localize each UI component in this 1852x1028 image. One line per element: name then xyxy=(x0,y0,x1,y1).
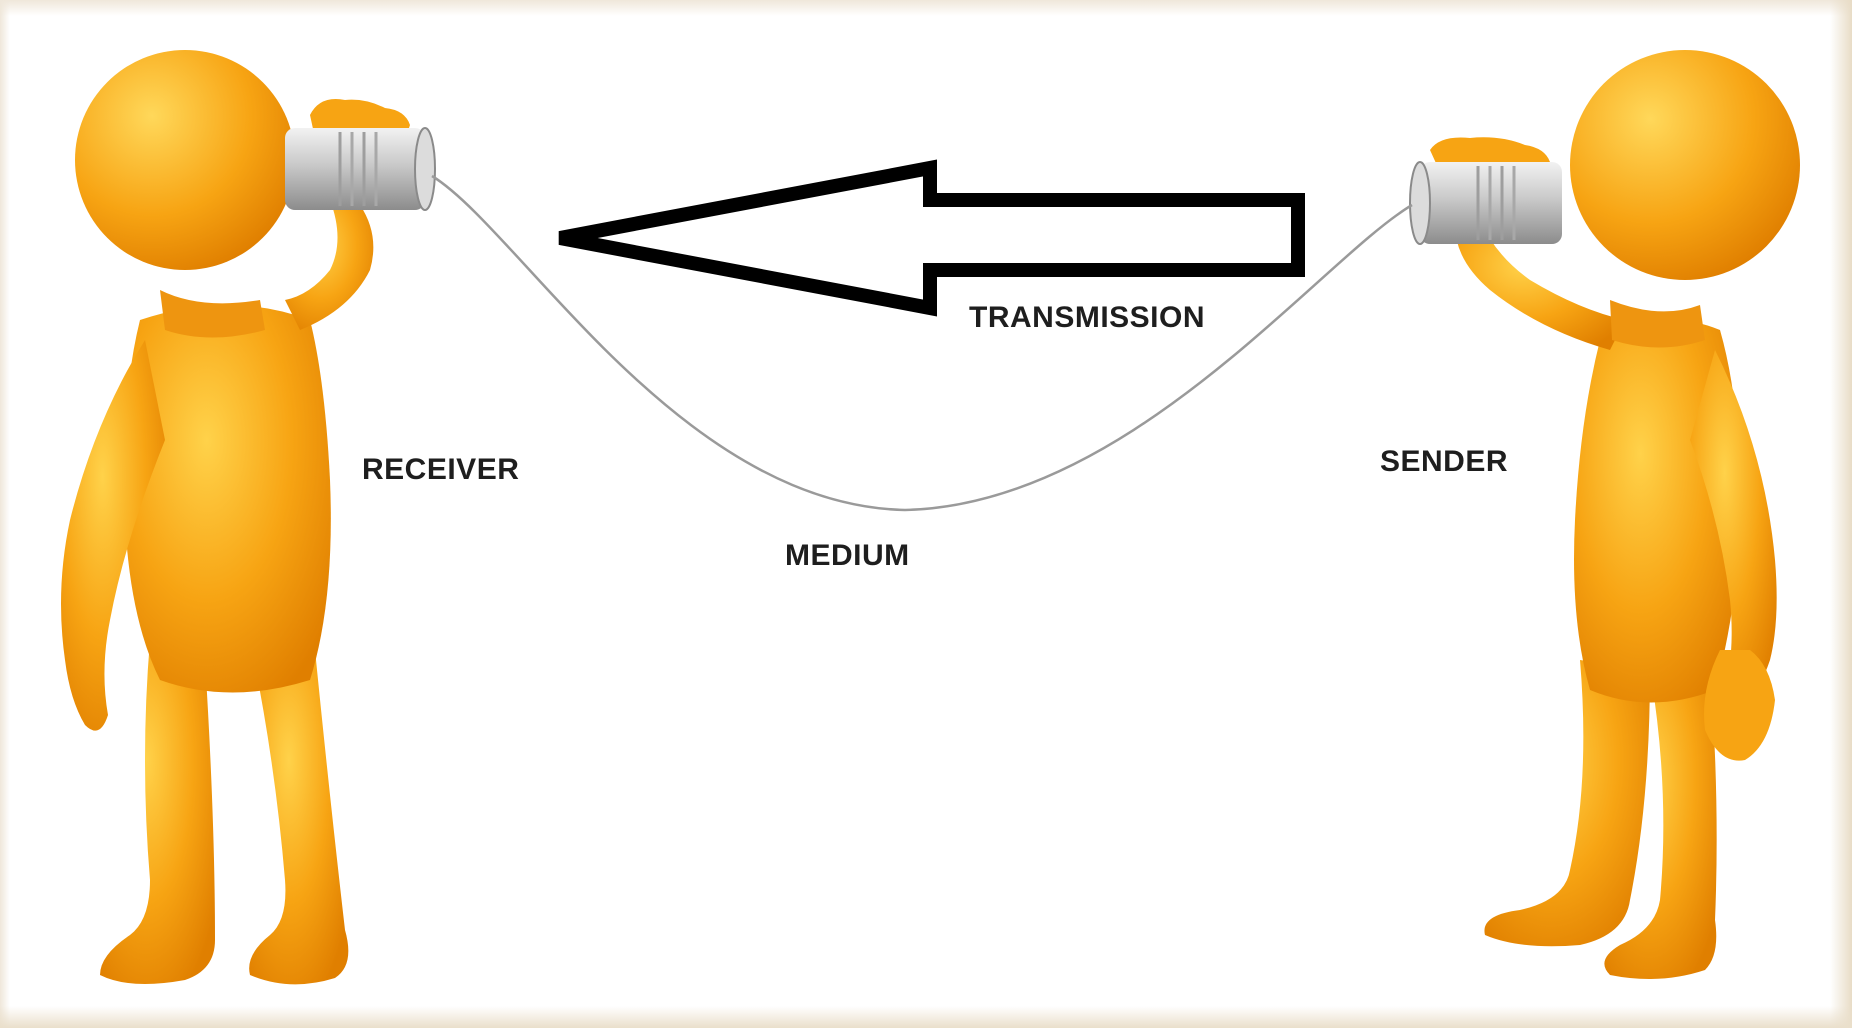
medium-string xyxy=(431,174,1413,512)
arrow-left-icon xyxy=(558,159,1305,317)
sender-figure-icon xyxy=(1430,50,1800,979)
sender-label: SENDER xyxy=(1380,445,1509,478)
sender-tin-can-icon xyxy=(1409,161,1562,245)
transmission-label: TRANSMISSION xyxy=(969,301,1206,334)
receiver-label: RECEIVER xyxy=(362,453,520,486)
receiver-figure-icon xyxy=(61,50,410,985)
medium-label: MEDIUM xyxy=(785,539,910,572)
receiver-tin-can-icon xyxy=(285,127,436,211)
